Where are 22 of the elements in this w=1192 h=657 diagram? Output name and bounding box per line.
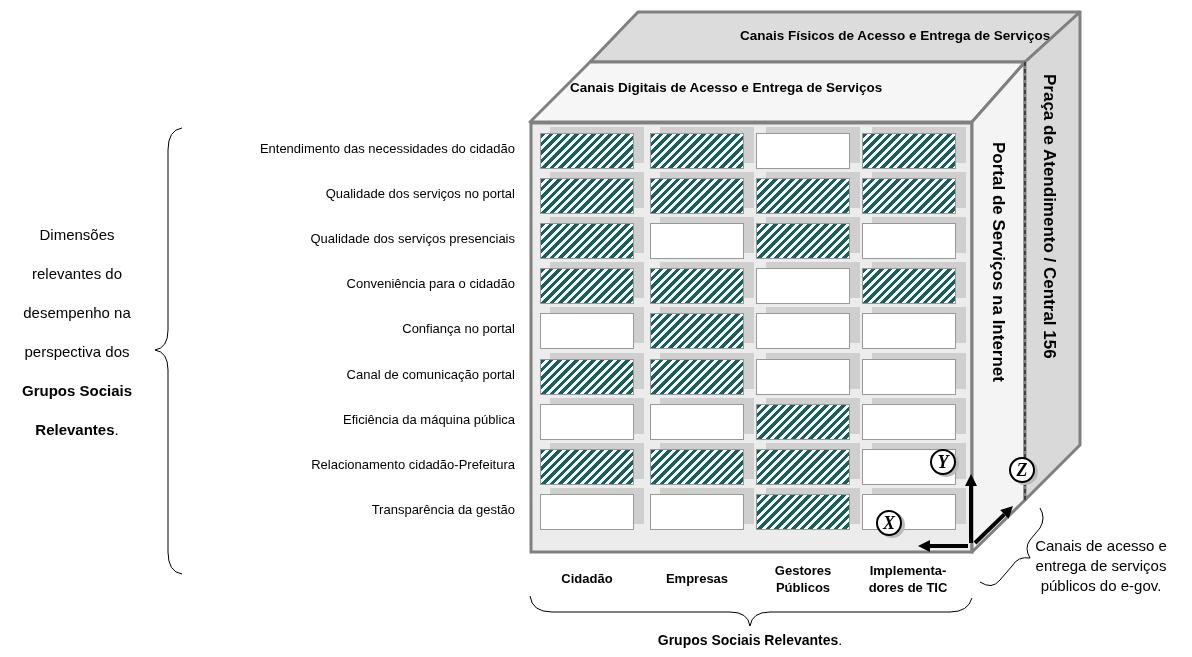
brace-caption: Dimensões relevantes do desempenho na perspectiva dos Grupos Sociais Relevantes. <box>20 225 133 440</box>
face-label: Praça de Atendimento / Central 156 <box>1039 74 1059 359</box>
row-label: Canal de comunicação portal <box>346 366 515 382</box>
row-label: Confiança no portal <box>402 321 515 337</box>
face-label: Canais Físicos de Acesso e Entrega de Serviços <box>740 28 1051 43</box>
column-label: Empresas <box>664 570 730 587</box>
column-label: Implementa-dores de TIC <box>867 562 949 596</box>
row-label: Entendimento das necessidades do cidadão <box>259 141 515 156</box>
row-label: Qualidade dos serviços presenciais <box>310 231 515 247</box>
row-label: Relacionamento cidadão-Prefeitura <box>311 456 515 472</box>
row-label: Eficiência da máquina pública <box>343 411 515 427</box>
face-label: Canais Digitais de Acesso e Entrega de Serviços <box>570 80 883 95</box>
row-label: Transparência da gestão <box>371 501 515 517</box>
brace-caption: Grupos Sociais Relevantes. <box>656 632 844 648</box>
cube-top-front-face <box>530 62 1025 122</box>
column-label: Cidadão <box>560 570 614 587</box>
column-label: Gestores Públicos <box>773 562 833 596</box>
cube-top-back-face <box>590 12 1080 62</box>
face-label: Portal de Serviços na Internet <box>988 142 1008 382</box>
row-label: Qualidade dos serviços no portal <box>325 186 515 202</box>
brace-caption: Canais de acesso e entrega de serviços públicos do e-gov. <box>1034 536 1168 596</box>
row-label: Conveniência para o cidadão <box>346 276 515 292</box>
